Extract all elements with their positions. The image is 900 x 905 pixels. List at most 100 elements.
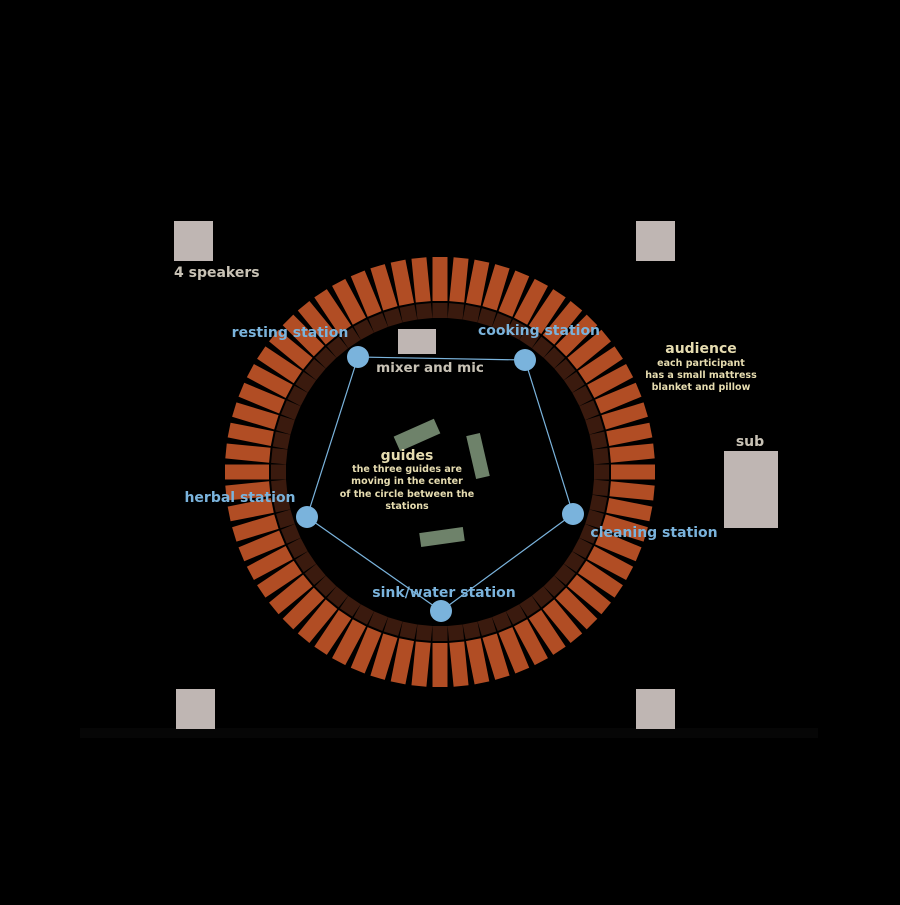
mattress [482,264,510,311]
mixer-label: mixer and mic [376,360,484,376]
pillow [585,415,604,435]
pillow [383,308,403,327]
pillow [339,595,361,617]
mattress [498,627,530,674]
guides-line-4: stations [385,501,429,512]
guides-line-3: of the circle between the [340,489,475,500]
pillow [505,319,527,340]
pillow [353,604,375,625]
mattress [225,464,269,480]
pillow [368,312,388,333]
pillow [519,595,541,617]
pillow [477,617,497,636]
mattress [225,443,271,463]
audience-title: audience [665,341,737,357]
mattress [390,638,414,685]
mattress [601,514,648,542]
pillow [399,304,418,323]
mattress [370,264,398,311]
pillow [543,347,565,369]
mattress [232,514,279,542]
herbal-station-label: herbal station [184,490,295,506]
mattress [297,599,338,643]
pillow [432,626,448,641]
pillow [462,304,481,323]
mattress [567,574,611,615]
cleaning-station-marker [562,503,584,525]
mattress [587,364,634,399]
pillow [447,624,465,641]
mattress [390,259,414,306]
pillow [326,336,349,358]
pillow [304,358,326,381]
pillow [543,575,565,597]
mattress [466,638,490,685]
mattress [595,382,642,414]
mattress [314,610,352,655]
speakers-label: 4 speakers [174,265,260,281]
mattress [370,633,398,680]
pillow [271,464,286,480]
pillow [447,303,465,320]
mattress [606,498,653,522]
pillow [339,327,361,349]
mattress [542,301,583,345]
mattress [578,560,623,598]
pillow [271,479,288,497]
station-path [306,356,574,612]
pillow [554,358,576,381]
pillow [492,312,512,333]
mattress [411,257,431,303]
mattress [513,278,548,325]
mattress [542,599,583,643]
pillow [592,447,609,465]
speaker-top-left [174,221,213,261]
mattress [232,402,279,430]
guide-1 [393,418,441,452]
mattress [587,545,634,580]
mattress [269,574,313,615]
mattress [578,346,623,384]
mattress [513,619,548,666]
audience-line-1: each participant [657,358,745,369]
pillow [462,621,481,640]
guides-title: guides [381,448,434,464]
pillow [315,347,337,369]
mattress [227,498,274,522]
pillow [579,524,600,544]
pillow [572,537,593,559]
mattress [606,422,653,446]
resting-station-label: resting station [232,325,349,341]
mattress [269,329,313,370]
pillow [415,624,433,641]
speaker-bottom-right [636,689,675,729]
mattress [282,314,325,357]
mattress [595,530,642,562]
mattress [332,619,367,666]
mattress [449,257,469,303]
mattress [225,481,271,501]
pillow [287,537,308,559]
mattress [314,289,352,334]
mattress [432,257,448,301]
guide-3 [419,527,465,547]
herbal-station-marker [296,506,318,528]
pillow [315,575,337,597]
pillow [399,621,418,640]
mattress [257,346,302,384]
pillow [531,586,554,608]
mattress [567,329,611,370]
pillow [477,308,497,327]
pillow [383,617,403,636]
pillow [589,494,608,513]
guides-line-1: the three guides are [352,464,462,475]
mattress [449,641,469,687]
pillow [295,551,317,573]
pillow [531,336,554,358]
audience-ring [225,257,655,687]
mattress [238,382,285,414]
pillow [368,611,388,632]
mattress [227,422,274,446]
